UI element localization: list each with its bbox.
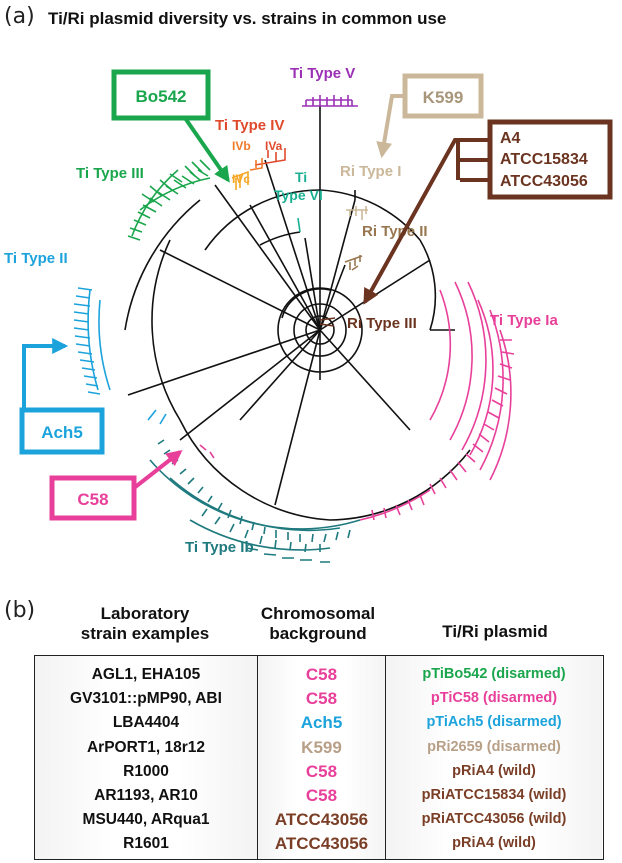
- callout-k599-label: K599: [423, 88, 464, 107]
- header-chrom-line1: Chromosomal: [260, 604, 376, 623]
- chromosome-cell: C58: [305, 665, 338, 684]
- callout-a4-label: A4: [500, 130, 521, 147]
- panel-b-letter: (b): [4, 598, 36, 623]
- callout-ach5-label: Ach5: [41, 423, 83, 442]
- chromosome-cell: C58: [305, 689, 338, 709]
- header-strain-line1: Laboratory: [100, 604, 190, 623]
- strain-cell: GV3101::pMP90, ABI: [70, 690, 222, 708]
- plasmid-cell: pTiC58 (disarmed): [430, 690, 558, 707]
- arrow-ach5: [22, 338, 69, 410]
- label-ti-type-vi-line2: Type VI: [274, 187, 323, 203]
- callout-k599: K599: [376, 73, 484, 159]
- callout-bo542: Bo542: [111, 69, 230, 183]
- label-ti-type-ii: Ti Type II: [4, 250, 68, 267]
- callout-bo542-label: Bo542: [135, 87, 186, 106]
- header-chromosomal-background: Chromosomal background: [248, 604, 388, 644]
- clade-ri-type-i: [346, 206, 368, 220]
- arrow-a4: [363, 138, 490, 305]
- label-ivc: IVc: [232, 172, 250, 186]
- arrow-c58: [132, 450, 183, 490]
- header-strain-examples: Laboratory strain examples: [40, 604, 250, 644]
- label-ti-type-ib: Ti Type Ib: [185, 539, 254, 556]
- callout-atcc15834-label: ATCC15834: [500, 151, 588, 168]
- callout-a4-group: A4 ATCC15834 ATCC43056: [363, 119, 613, 305]
- label-ri-type-i: Ri Type I: [340, 163, 401, 180]
- label-ti-type-vi-line1: Ti: [295, 169, 307, 185]
- chromosome-cell: Ach5: [300, 713, 343, 733]
- label-iva: IVa: [265, 139, 283, 153]
- panel-a-title: Ti/Ri plasmid diversity vs. strains in c…: [48, 9, 447, 28]
- plasmid-cell: pTiAch5 (disarmed): [426, 714, 562, 731]
- plasmid-cell: pRi2659 (disarmed): [427, 738, 561, 755]
- strain-cell: AR1193, AR10: [94, 787, 198, 804]
- callout-c58: C58: [49, 450, 183, 521]
- label-ri-type-ii: Ri Type II: [362, 223, 428, 240]
- chromosome-cell: C58: [305, 786, 338, 805]
- plasmid-cell: pTiBo542 (disarmed): [422, 666, 566, 682]
- arrow-bo542: [183, 116, 230, 183]
- label-ri-type-iii: Ri Type III: [347, 315, 417, 332]
- strain-cell: ArPORT1, 18r12: [86, 738, 206, 756]
- plasmid-cell: pRiATCC43056 (wild): [421, 811, 567, 828]
- plasmid-cell: pRiA4 (wild): [452, 762, 536, 779]
- clade-ti-type-ia: [199, 281, 515, 521]
- clade-ri-type-iii: [319, 317, 336, 327]
- chromosome-cell: ATCC43056: [274, 834, 369, 854]
- clade-ti-type-vi: [297, 217, 301, 233]
- chromosome-cell: K599: [301, 737, 342, 757]
- chromosome-cell: C58: [305, 761, 338, 781]
- clade-ti-type-iii: [127, 159, 211, 241]
- panel-a-letter: (a): [4, 4, 35, 29]
- clade-ti-type-v: [302, 95, 358, 107]
- callout-c58-label: C58: [77, 490, 108, 509]
- label-ti-type-v: Ti Type V: [290, 65, 355, 82]
- clade-ri-type-ii: [344, 255, 363, 271]
- clade-ti-type-iv: [231, 148, 286, 190]
- header-strain-line2: strain examples: [80, 624, 210, 643]
- strain-cell: R1601: [123, 835, 169, 853]
- plasmid-cell: pRiATCC15834 (wild): [421, 787, 567, 803]
- column-plasmid: pTiBo542 (disarmed) pTiC58 (disarmed) pTiA…: [386, 656, 602, 859]
- callout-atcc43056-label: ATCC43056: [500, 173, 588, 190]
- chromosome-cell: ATCC43056: [274, 810, 369, 830]
- strain-cell: LBA4404: [112, 714, 180, 732]
- strain-cell: MSU440, ARqua1: [82, 811, 210, 829]
- label-ivb: IVb: [232, 139, 251, 153]
- label-ti-type-iv: Ti Type IV: [215, 117, 284, 134]
- strain-cell: R1000: [123, 762, 169, 780]
- clade-labels: Ti Type V Ti Type IV IVb IVa IVc Ti Type…: [4, 65, 558, 556]
- header-ti-ri-plasmid: Ti/Ri plasmid: [442, 622, 548, 641]
- header-chrom-line2: background: [269, 624, 367, 643]
- plasmid-cell: pRiA4 (wild): [452, 835, 536, 852]
- label-ti-type-iii: Ti Type III: [76, 165, 144, 182]
- tree-backbone: [124, 105, 471, 521]
- callout-ach5: Ach5: [19, 338, 105, 455]
- strain-cell: AGL1, EHA105: [91, 666, 201, 683]
- label-ti-type-ia: Ti Type Ia: [490, 312, 558, 329]
- arrow-k599: [376, 94, 405, 159]
- clade-ti-type-ii: [73, 287, 167, 425]
- clade-ti-type-ib: [149, 439, 361, 563]
